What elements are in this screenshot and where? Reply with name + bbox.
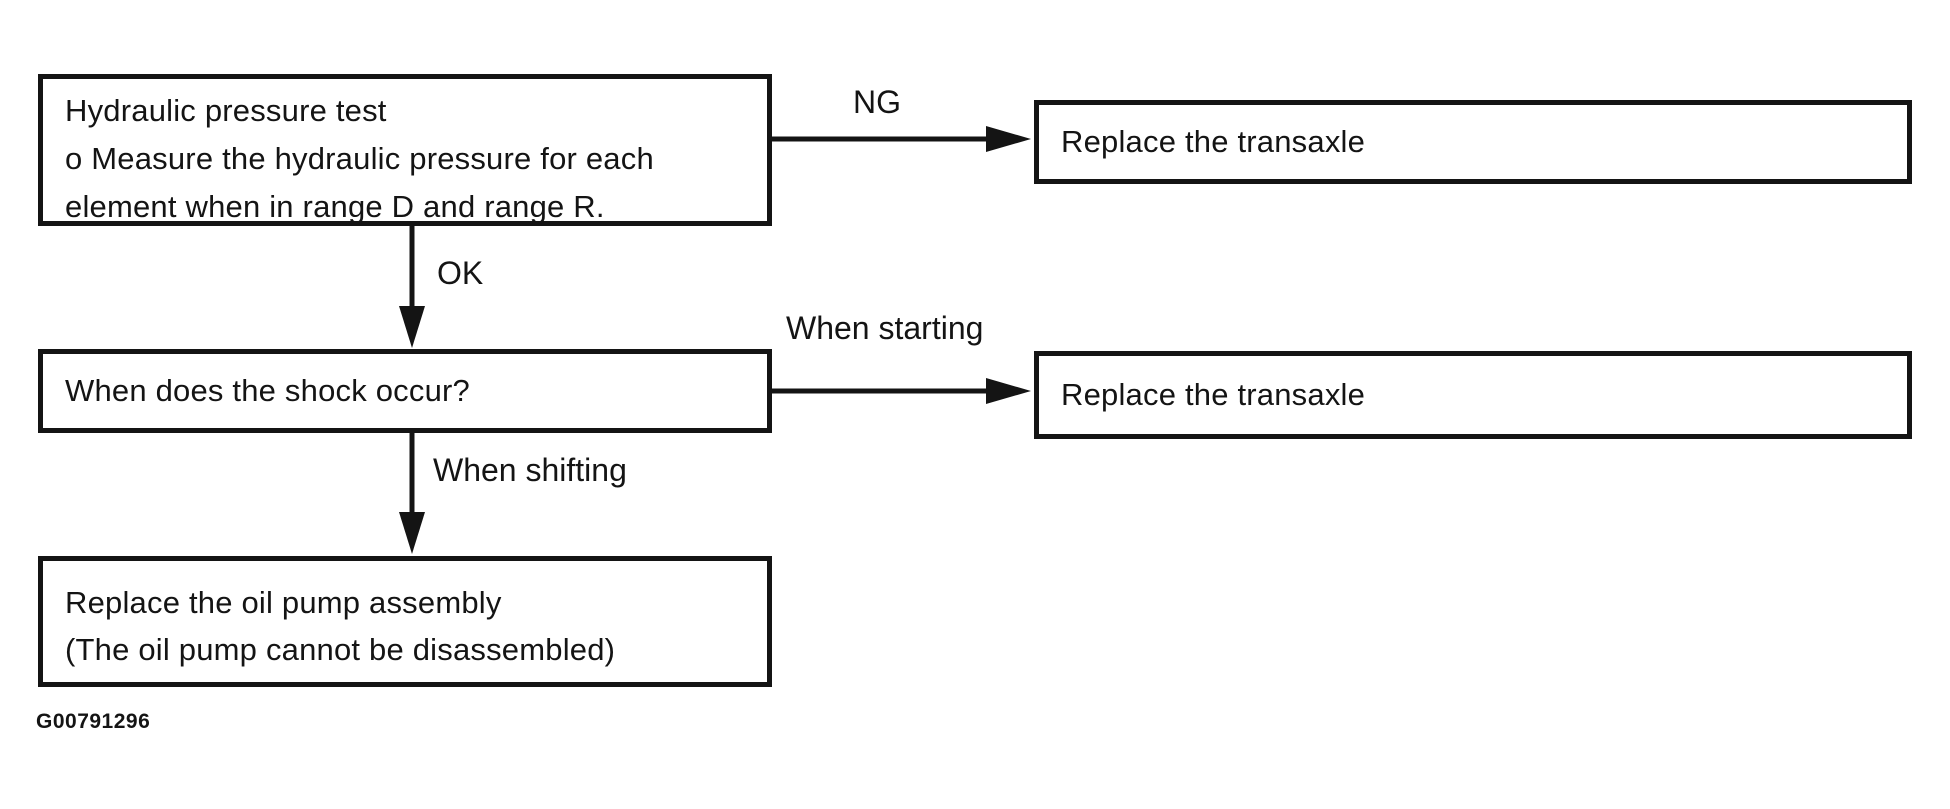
edge-label-ng: NG bbox=[853, 84, 901, 120]
node-text-line: When does the shock occur? bbox=[65, 373, 470, 408]
node-text-line: (The oil pump cannot be disassembled) bbox=[65, 632, 616, 667]
arrow-when-starting bbox=[772, 378, 1031, 404]
node-text-line: Replace the transaxle bbox=[1061, 377, 1366, 412]
edge-label-when-shifting: When shifting bbox=[433, 452, 627, 488]
arrow-ng bbox=[772, 126, 1031, 152]
node-replace-transaxle-top: Replace the transaxle bbox=[1034, 100, 1912, 184]
arrow-when-shifting bbox=[399, 433, 425, 554]
edge-label-when-starting: When starting bbox=[786, 310, 984, 346]
node-hydraulic-pressure-test: Hydraulic pressure test o Measure the hy… bbox=[38, 74, 772, 226]
node-replace-oil-pump: Replace the oil pump assembly (The oil p… bbox=[38, 556, 772, 687]
node-text-line: Replace the transaxle bbox=[1061, 124, 1366, 159]
node-text-line: element when in range D and range R. bbox=[65, 189, 605, 224]
node-shock-question: When does the shock occur? bbox=[38, 349, 772, 433]
figure-id: G00791296 bbox=[36, 710, 151, 733]
edge-label-ok: OK bbox=[437, 255, 484, 291]
node-text-line: o Measure the hydraulic pressure for eac… bbox=[65, 141, 654, 176]
arrow-ok bbox=[399, 226, 425, 348]
node-text-line: Hydraulic pressure test bbox=[65, 93, 387, 128]
node-text-line: Replace the oil pump assembly bbox=[65, 585, 502, 620]
node-replace-transaxle-bottom: Replace the transaxle bbox=[1034, 351, 1912, 439]
